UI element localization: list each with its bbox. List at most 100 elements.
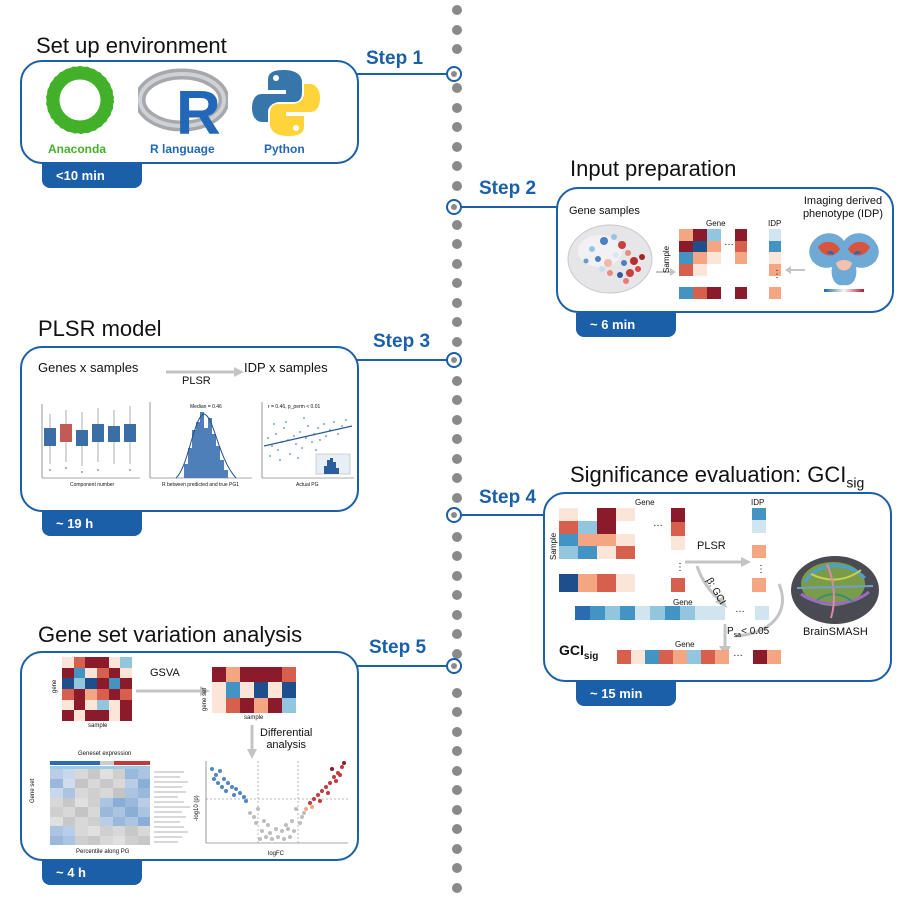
timeline-dot [452,297,462,308]
idp-x-samples-label: IDP x samples [244,360,328,375]
s4-plsr-arrow [685,554,751,567]
s5-sample2-axis-label: sample [244,715,264,721]
step5-label: Step 5 [369,637,427,658]
s4-gci-sub: sig [583,650,599,662]
timeline-dot [452,5,462,15]
s4-gene-vector [671,508,685,564]
s4-gci-dots: … [733,648,743,659]
step4-label: Step 4 [479,487,537,508]
timeline-dot [452,746,462,756]
s5-volcano-x-label: logFC [268,851,285,857]
r-logo-icon: R [134,68,230,148]
component-boxplot [32,400,142,486]
step3-connector [357,359,447,361]
timeline-dot [452,863,462,873]
step2-title: Input preparation [570,156,737,181]
step4-title: Significance evaluation: GCIsig [570,462,864,490]
timeline-dot [452,785,462,795]
step5-title: Gene set variation analysis [38,622,303,647]
s4-sample-label: Sample [549,532,558,560]
step4-time-badge: ~ 15 min [576,682,676,706]
step4-title-sub: sig [846,474,865,491]
s5-geneset-y-label: Gene set [30,778,36,803]
python-label: Python [264,142,305,156]
gene-samples-label: Gene samples [569,205,640,217]
step3-title: PLSR model [38,316,162,341]
timeline-dot [452,609,462,620]
timeline-dot [452,258,462,269]
gsva-label: GSVA [150,667,180,679]
s4-idp-vdots: ⋮ [756,564,766,575]
s5-large-heatmap [50,769,150,845]
timeline-dot [452,492,462,503]
step1-node [446,66,462,82]
step1-connector [357,73,447,75]
component-x-label: Component number [70,482,115,488]
step3-card: Genes x samples PLSR IDP x samples Compo… [20,346,359,512]
gene-column-vector [735,229,747,299]
timeline-dot [452,395,462,405]
s5-geneset-axis-label: gene set [202,687,208,711]
timeline-dot [452,804,462,815]
step1-card: Anaconda R R language Python [20,60,359,164]
timeline-dot [452,83,462,93]
brainsmash-tractography-image [787,552,883,628]
step5-card: gene sample GSVA gene set sample Differe… [20,651,359,861]
s5-geneset-expr-label: Geneset expression [78,751,132,757]
anaconda-label: Anaconda [48,142,107,156]
s4-gene-vector-bottom [671,578,685,592]
timeline-dot [452,122,462,132]
idp-brain-map-image [806,227,882,297]
timeline-dot [452,726,462,737]
timeline-dot [452,375,462,386]
timeline-dot [452,473,462,483]
step5-connector [357,665,447,667]
r-language-label: R language [150,142,215,156]
gene-to-matrix-arrow [656,263,676,276]
timeline-dot [452,24,462,35]
plsr-arrow [166,364,244,377]
s5-gene-sample-matrix [62,657,132,721]
plsr-arrow-label: PLSR [182,375,211,387]
s4-idp-label: IDP [751,498,765,507]
timeline-dot [452,336,462,347]
s5-volcano-plot [200,759,350,851]
timeline-dot [452,882,462,893]
timeline-dot [452,453,462,464]
timeline-dot [452,44,462,54]
s5-heatmap-row-labels [154,769,194,845]
gene-col-label: Gene [706,219,726,228]
timeline-dot [452,219,462,230]
gsva-arrow [136,683,210,696]
s4-gene-row-vector [575,606,725,620]
timeline-dot [452,239,462,249]
median-histogram [146,398,254,486]
differential-arrow [247,725,257,759]
s4-gci-gene-label: Gene [675,640,695,649]
s4-row-end-cell [755,606,769,620]
timeline-dot [452,102,462,113]
phenotype-to-idp-arrow [785,261,805,274]
s4-gci-main: GCI [559,642,584,658]
timeline-dot [452,687,462,698]
timeline-dot [452,531,462,542]
timeline-dot [452,707,462,717]
step2-node [446,199,462,215]
timeline-dot [452,843,462,854]
timeline-dot [452,590,462,600]
s4-p-rest: < 0.05 [741,626,770,637]
step2-connector [461,206,557,208]
s4-brainsmash-arrow [711,582,791,656]
timeline-dot [452,648,462,659]
python-logo-icon [248,66,324,140]
s5-volcano-y-label: -log10 (p) [194,795,200,821]
s4-lower-row [559,574,635,592]
s4-gci-sig-vector [617,650,729,664]
step3-time-badge: ~ 19 h [42,512,142,536]
s5-annotation-bar [50,758,150,769]
step4-node [446,507,462,523]
anaconda-logo-icon [44,64,116,136]
step2-label: Step 2 [479,178,537,199]
gene-sample-matrix [679,229,721,299]
s5-sample-axis-label: sample [88,723,108,729]
